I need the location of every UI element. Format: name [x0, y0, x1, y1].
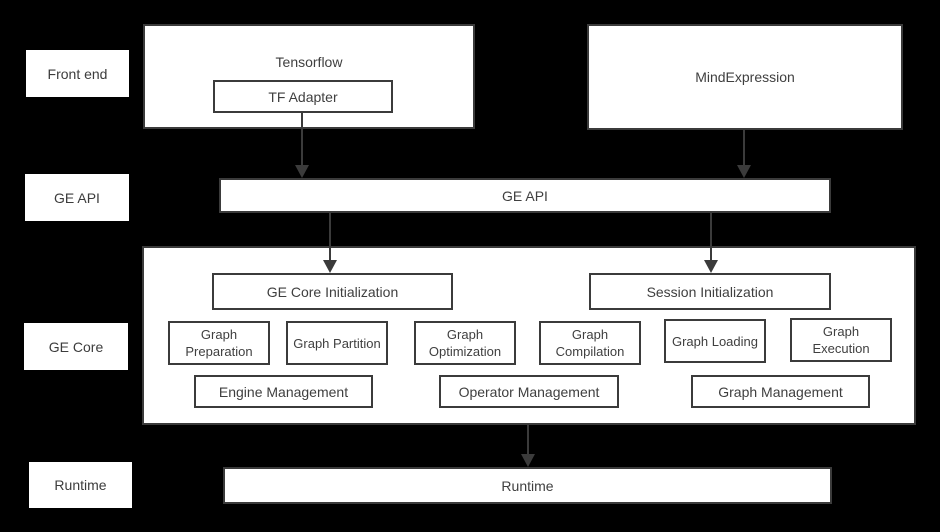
runtime-bar: Runtime	[223, 467, 832, 504]
operator-management-box: Operator Management	[439, 375, 619, 408]
session-initialization-box: Session Initialization	[589, 273, 831, 310]
graph-compilation-box: Graph Compilation	[539, 321, 641, 365]
arrow-shaft	[301, 113, 303, 166]
tensorflow-title: Tensorflow	[275, 54, 343, 70]
graph-management-box: Graph Management	[691, 375, 870, 408]
arrow-mindexpression-to-ge-api	[737, 130, 751, 178]
arrow-ge-api-to-session-initialization	[704, 213, 718, 273]
graph-preparation-box: Graph Preparation	[168, 321, 270, 365]
graph-loading-box: Graph Loading	[664, 319, 766, 363]
graph-partition-box: Graph Partition	[286, 321, 388, 365]
arrow-shaft	[329, 213, 331, 261]
layer-label-runtime: Runtime	[29, 462, 132, 508]
arrow-ge-core-to-runtime	[521, 425, 535, 467]
layer-label-ge-api: GE API	[25, 174, 129, 221]
ge-core-initialization-box: GE Core Initialization	[212, 273, 453, 310]
arrow-head-icon	[323, 260, 337, 273]
ge-api-bar: GE API	[219, 178, 831, 213]
graph-optimization-box: Graph Optimization	[414, 321, 516, 365]
arrow-ge-api-to-ge-core-initialization	[323, 213, 337, 273]
arrow-shaft	[527, 425, 529, 455]
ge-core-container: GE Core Initialization Session Initializ…	[142, 246, 916, 425]
tf-adapter-box: TF Adapter	[213, 80, 393, 113]
tensorflow-box: Tensorflow TF Adapter	[143, 24, 475, 129]
arrow-head-icon	[295, 165, 309, 178]
arrow-shaft	[710, 213, 712, 261]
layer-label-ge-core: GE Core	[24, 323, 128, 370]
graph-execution-box: Graph Execution	[790, 318, 892, 362]
engine-management-box: Engine Management	[194, 375, 373, 408]
layer-label-front-end: Front end	[26, 50, 129, 97]
arrow-head-icon	[737, 165, 751, 178]
arrow-head-icon	[521, 454, 535, 467]
arrow-head-icon	[704, 260, 718, 273]
arrow-tf-adapter-to-ge-api	[295, 113, 309, 178]
mindexpression-box: MindExpression	[587, 24, 903, 130]
arrow-shaft	[743, 130, 745, 166]
